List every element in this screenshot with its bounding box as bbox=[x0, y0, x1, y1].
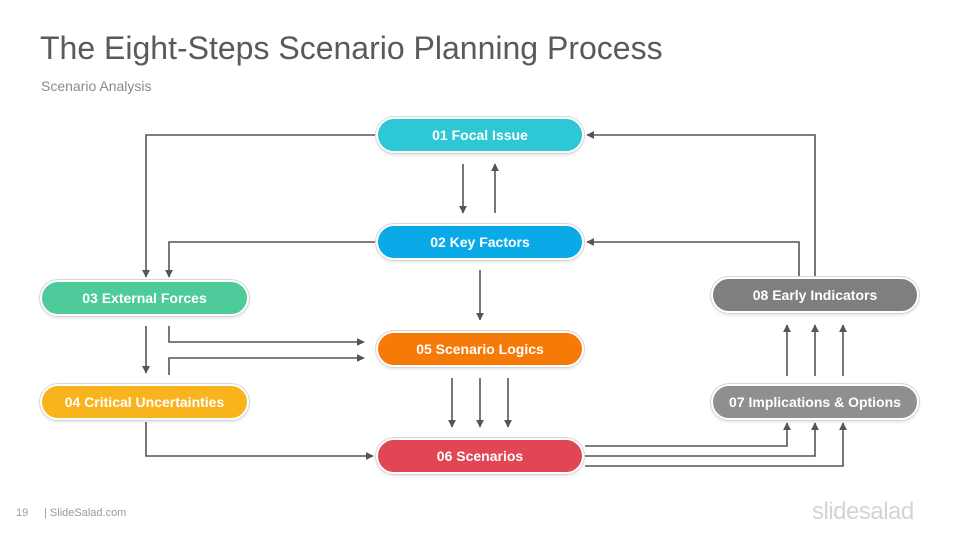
edge-n6-n7-b bbox=[585, 422, 819, 457]
edge-n8-n1 bbox=[586, 131, 816, 276]
node-early-indicators: 08 Early Indicators bbox=[711, 277, 919, 313]
page-subtitle: Scenario Analysis bbox=[41, 78, 152, 94]
edge-n4-n5 bbox=[168, 354, 365, 375]
edge-n2-n3 bbox=[165, 241, 375, 278]
node-scenario-logics: 05 Scenario Logics bbox=[376, 331, 584, 367]
page-title: The Eight-Steps Scenario Planning Proces… bbox=[40, 30, 663, 66]
slidesalad-logo: slidesalad bbox=[812, 498, 914, 525]
page-number: 19 bbox=[16, 507, 29, 519]
edge-n8-n2 bbox=[586, 238, 800, 276]
edge-n4-n6 bbox=[145, 422, 374, 460]
footer-site-link: | SlideSalad.com bbox=[44, 507, 127, 519]
edge-n1-n3 bbox=[142, 134, 375, 278]
node-scenarios: 06 Scenarios bbox=[376, 438, 584, 474]
node-focal-issue: 01 Focal Issue bbox=[376, 117, 584, 153]
node-critical-uncertainties: 04 Critical Uncertainties bbox=[40, 384, 249, 420]
edge-n6-n7-a bbox=[585, 422, 791, 447]
node-implications-options: 07 Implications & Options bbox=[711, 384, 919, 420]
edge-n3-n5 bbox=[168, 326, 365, 346]
node-key-factors: 02 Key Factors bbox=[376, 224, 584, 260]
node-external-forces: 03 External Forces bbox=[40, 280, 249, 316]
edge-n6-n7-c bbox=[585, 422, 847, 467]
